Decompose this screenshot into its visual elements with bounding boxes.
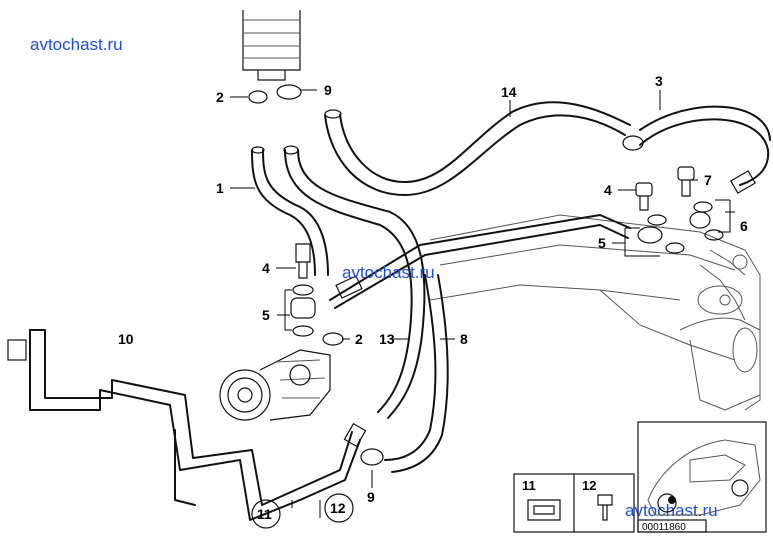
watermark-center: avtochast.ru bbox=[342, 263, 435, 282]
right-bolts bbox=[635, 166, 724, 254]
callout-8: 8 bbox=[460, 331, 468, 347]
cooler-10 bbox=[29, 329, 301, 521]
inset-label-11: 11 bbox=[522, 478, 536, 493]
steering-rack bbox=[429, 214, 761, 411]
banjo-bolt-group bbox=[290, 243, 316, 337]
watermark-top-left: avtochast.ru bbox=[30, 35, 123, 54]
callout-14: 14 bbox=[501, 84, 517, 100]
hose-14 bbox=[324, 114, 626, 196]
hose-13 bbox=[284, 149, 413, 413]
callout-11-circle bbox=[251, 499, 281, 529]
callout-9-bottom: 9 bbox=[367, 489, 375, 505]
clip-nut-icon bbox=[527, 499, 561, 521]
callout-6: 6 bbox=[740, 218, 748, 234]
callout-3: 3 bbox=[655, 73, 663, 89]
callout-10: 10 bbox=[118, 331, 134, 347]
diagram-code: 00011860 bbox=[642, 522, 686, 533]
steering-pump bbox=[219, 349, 331, 421]
reservoir bbox=[242, 10, 301, 81]
callout-9-top: 9 bbox=[324, 82, 332, 98]
callout-12: 12 bbox=[330, 500, 346, 516]
inset-car: 00011860 bbox=[637, 421, 767, 533]
hose-3 bbox=[639, 118, 770, 186]
inset-label-12: 12 bbox=[582, 478, 596, 493]
callout-13: 13 bbox=[379, 331, 395, 347]
callout-7: 7 bbox=[704, 172, 712, 188]
callout-5-right: 5 bbox=[598, 235, 606, 251]
callout-12-circle bbox=[324, 493, 354, 523]
hose-8 bbox=[384, 274, 437, 461]
callout-4-right: 4 bbox=[604, 182, 612, 198]
callout-2-top: 2 bbox=[216, 89, 224, 105]
callout-2-bottom: 2 bbox=[355, 331, 363, 347]
callout-11: 11 bbox=[257, 506, 272, 522]
inset-parts: 11 12 bbox=[513, 473, 635, 533]
callout-1: 1 bbox=[216, 180, 224, 196]
hose-1 bbox=[251, 149, 316, 276]
callout-4-left: 4 bbox=[262, 260, 270, 276]
callout-5-left: 5 bbox=[262, 307, 270, 323]
leader-lines bbox=[230, 89, 735, 518]
screw-icon bbox=[597, 494, 613, 521]
